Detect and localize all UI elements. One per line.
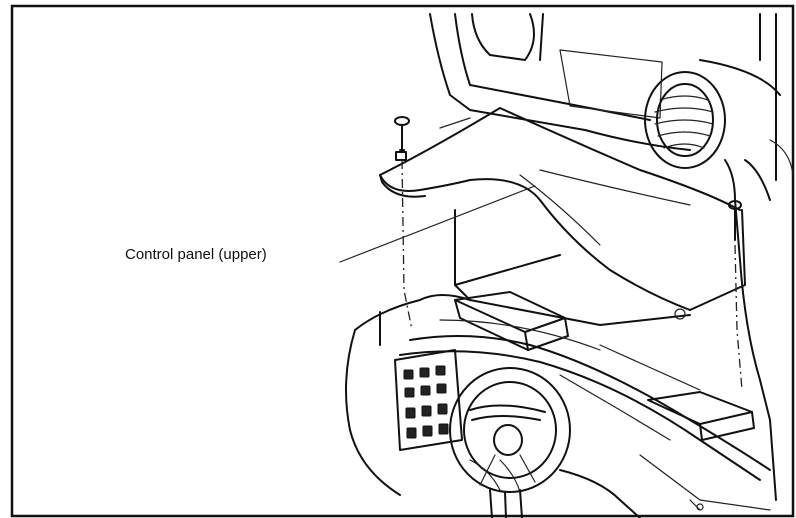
screw-left: [394, 116, 413, 331]
button-panel: [394, 349, 463, 451]
dashboard: [399, 319, 771, 511]
control-panel-upper: [379, 107, 746, 320]
speaker: [644, 71, 726, 169]
steering-wheel: [449, 367, 571, 518]
diagram-border: [10, 4, 795, 518]
callout-label-control-panel-upper: Control panel (upper): [125, 246, 267, 263]
screw-right: [728, 200, 743, 391]
cabinet-right-side: [724, 139, 794, 501]
callout-leader: [339, 185, 536, 263]
marquee-panel: [559, 49, 663, 119]
cabinet-base: [559, 469, 704, 518]
